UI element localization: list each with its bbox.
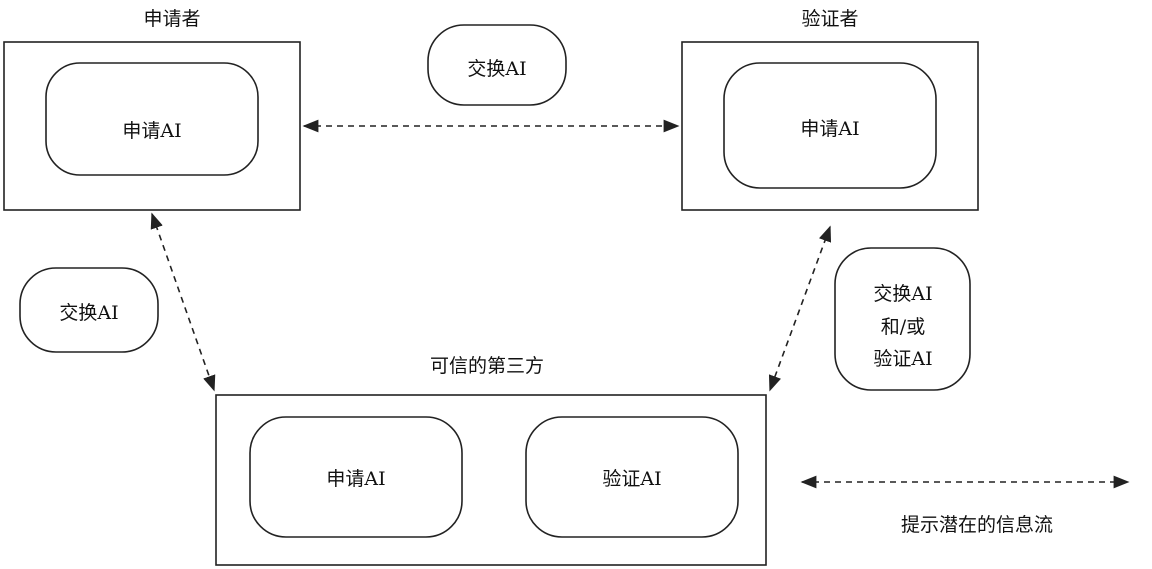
ttp-applicant-ai-box	[249, 416, 463, 538]
exchange-top-label: 交换AI	[467, 58, 526, 80]
exchange-right-line2: 和/或	[881, 316, 925, 338]
arrow-verifier-ttp	[768, 225, 832, 392]
applicant-ai-box	[45, 62, 259, 176]
verifier-title: 验证者	[801, 8, 858, 30]
applicant-title: 申请者	[143, 8, 200, 30]
ttp-applicant-ai-label: 申请AI	[326, 468, 385, 490]
exchange-right-bubble	[834, 247, 971, 391]
ttp-title: 可信的第三方	[430, 355, 544, 377]
exchange-right-line3: 验证AI	[873, 348, 932, 370]
arrow-applicant-ttp	[150, 212, 216, 392]
verifier-ai-box	[723, 62, 937, 189]
exchange-right-line1: 交换AI	[873, 283, 932, 305]
ttp-verifier-ai-label: 验证AI	[602, 468, 661, 490]
ttp-verifier-ai-box	[525, 416, 739, 538]
exchange-top-bubble	[427, 24, 567, 106]
applicant-ai-label: 申请AI	[122, 120, 181, 142]
verifier-ai-label: 申请AI	[800, 118, 859, 140]
exchange-left-bubble	[19, 267, 159, 353]
legend-label: 提示潜在的信息流	[901, 514, 1053, 536]
exchange-left-label: 交换AI	[59, 302, 118, 324]
